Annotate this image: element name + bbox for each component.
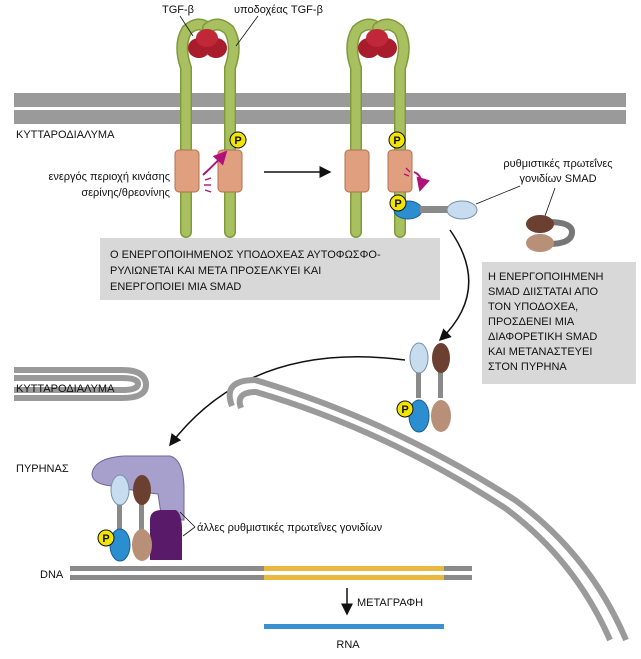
rna-label: RNA <box>336 639 360 651</box>
tgf-beta-receptor-right <box>344 18 413 238</box>
target-gene-strand-a <box>264 566 444 571</box>
svg-text:ΔΙΑΦΟΡΕΤΙΚΗ SMAD: ΔΙΑΦΟΡΕΤΙΚΗ SMAD <box>488 331 597 343</box>
svg-text:ΚΑΙ ΜΕΤΑΝΑΣΤΕΥΕΙ: ΚΑΙ ΜΕΤΑΝΑΣΤΕΥΕΙ <box>488 346 592 358</box>
step-arrow-2 <box>438 229 470 342</box>
kinase-domain-label-line2: σερίνης/θρεονίνης <box>81 187 170 199</box>
tgf-beta-receptor-left <box>174 18 243 238</box>
rna-strand <box>264 624 444 629</box>
svg-text:ΤΟΝ ΥΠΟΔΟΧΕΑ,: ΤΟΝ ΥΠΟΔΟΧΕΑ, <box>488 301 578 313</box>
tgf-beta-ligand-left <box>188 29 227 58</box>
smad-label-line1: ρυθμιστικές πρωτεΐνες <box>503 158 612 170</box>
caption-step2: Η ΕΝΕΡΓΟΠΟΙΗΜΕΝΗ SMAD ΔΙΙΣΤΑΤΑΙ ΑΠΟ ΤΟΝ … <box>482 262 636 384</box>
plasma-membrane-top <box>14 93 626 124</box>
svg-text:ΠΡΟΣΔΕΝΕΙ ΜΙΑ: ΠΡΟΣΔΕΝΕΙ ΜΙΑ <box>488 316 575 328</box>
transcription-complex: P <box>91 455 185 562</box>
svg-text:SMAD ΔΙΙΣΤΑΤΑΙ ΑΠΟ: SMAD ΔΙΙΣΤΑΤΑΙ ΑΠΟ <box>488 286 599 298</box>
plasma-membrane-label-bottom: ΚΥΤΤΑΡΟΔΙΑΛΥΜΑ <box>16 383 115 395</box>
target-gene-strand-b <box>264 575 444 580</box>
svg-text:Ο ΕΝΕΡΓΟΠΟΙΗΜΕΝΟΣ ΥΠΟΔΟΧΕΑΣ ΑΥ: Ο ΕΝΕΡΓΟΠΟΙΗΜΕΝΟΣ ΥΠΟΔΟΧΕΑΣ ΑΥΤΟΦΩΣΦΟ- <box>110 249 381 261</box>
kinase-domain-left-a <box>174 149 200 193</box>
svg-text:ΕΝΕΡΓΟΠΟΙΕΙ ΜΙΑ SMAD: ΕΝΕΡΓΟΠΟΙΕΙ ΜΙΑ SMAD <box>110 281 241 293</box>
smad-dimer-cytoplasm: P <box>396 342 451 433</box>
nucleus-label: ΠΥΡΗΝΑΣ <box>16 463 69 475</box>
smad-bound-to-receptor: P <box>389 194 478 220</box>
tgf-beta-ligand-right <box>358 29 397 58</box>
dna-label: DNA <box>40 569 64 581</box>
plasma-membrane-label-top: ΚΥΤΤΑΡΟΔΙΑΛΥΜΑ <box>16 129 115 141</box>
caption-step1: Ο ΕΝΕΡΓΟΠΟΙΗΜΕΝΟΣ ΥΠΟΔΟΧΕΑΣ ΑΥΤΟΦΩΣΦΟ- Ρ… <box>100 238 440 300</box>
receptor-label: υποδοχέας TGF-β <box>234 4 323 16</box>
svg-text:Η ΕΝΕΡΓΟΠΟΙΗΜΕΝΗ: Η ΕΝΕΡΓΟΠΟΙΗΜΕΝΗ <box>488 271 604 283</box>
smad-pointer-b <box>544 187 556 217</box>
svg-text:P: P <box>393 135 400 147</box>
svg-text:ΣΤΟΝ ΠΥΡΗΝΑ: ΣΤΟΝ ΠΥΡΗΝΑ <box>488 361 567 373</box>
kinase-domain-label-line1: ενεργός περιοχή κινάσης <box>48 171 170 183</box>
svg-text:ΡΥΛΙΩΝΕΤΑΙ ΚΑΙ ΜΕΤΑ ΠΡΟΣΕΛΚΥΕΙ: ΡΥΛΙΩΝΕΤΑΙ ΚΑΙ ΜΕΤΑ ΠΡΟΣΕΛΚΥΕΙ ΚΑΙ <box>110 265 321 277</box>
svg-text:P: P <box>234 135 241 147</box>
other-regulators-label: άλλες ρυθμιστικές πρωτεΐνες γονιδίων <box>197 522 383 534</box>
kinase-domain-right-b <box>387 149 413 193</box>
smad-phosphorylation-arrow <box>413 171 431 192</box>
smad-pointer-a <box>475 185 521 205</box>
tgf-beta-pointer <box>179 15 194 37</box>
transcription-label: ΜΕΤΑΓΡΑΦΗ <box>357 597 423 609</box>
kinase-domain-right-a <box>344 149 370 193</box>
nuclear-envelope-right <box>226 376 629 642</box>
other-regulators-pointer-a <box>179 511 196 528</box>
autophosphorylation-arrow-left <box>202 150 228 176</box>
svg-text:P: P <box>401 404 408 416</box>
receptor-pointer <box>235 15 259 47</box>
dna-strand <box>70 566 472 580</box>
other-regulators-pointer-b <box>182 526 196 537</box>
phosphorylation-spark-right <box>403 167 411 177</box>
svg-text:P: P <box>102 533 109 545</box>
phosphate-right-receptor: P <box>388 131 406 149</box>
step-arrow-3 <box>169 356 406 447</box>
smad-free-cosmad <box>526 215 576 252</box>
tgf-beta-label: TGF-β <box>162 4 194 16</box>
phosphate-left-receptor: P <box>229 131 247 149</box>
autophosphorylation-spark-left <box>204 177 212 193</box>
nuclear-envelope-left <box>14 367 150 401</box>
svg-text:P: P <box>394 198 401 210</box>
smad-label-line2: γονιδίων SMAD <box>519 173 596 185</box>
